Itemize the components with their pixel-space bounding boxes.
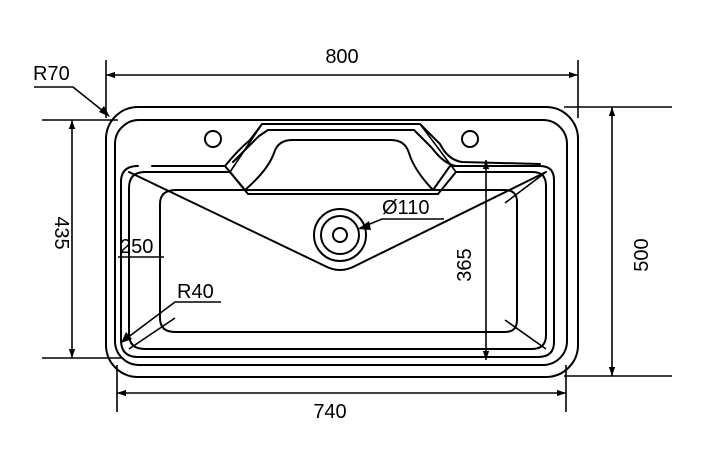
- label-bowl-corner-radius: R40: [177, 281, 214, 303]
- label-drain-diameter: Ø110: [382, 197, 429, 219]
- ledge-fold-left: [229, 123, 263, 173]
- label-offset: 250: [120, 236, 153, 258]
- leader-r40: [122, 301, 221, 342]
- tap-hole-right: [461, 130, 479, 148]
- sink-rim-inner-edge: [114, 119, 568, 366]
- drain-hole: [332, 227, 348, 243]
- drain-slope-lines: [128, 171, 547, 271]
- corner-chamfer-bottom-right: [504, 319, 547, 350]
- label-overall-width: 800: [325, 46, 358, 68]
- leader-r40-arrowhead: [121, 332, 132, 343]
- label-overall-height: 500: [631, 238, 653, 271]
- leader-diameter-110-arrowhead: [358, 221, 371, 230]
- drain-middle-ring: [320, 215, 360, 255]
- ledge-recess: [244, 139, 434, 191]
- ledge-fold-right: [419, 123, 457, 173]
- label-corner-radius: R70: [33, 63, 70, 85]
- sink-outline: [105, 106, 579, 378]
- corner-chamfer-top-right: [504, 171, 547, 204]
- sink-outer-rim: [105, 106, 579, 378]
- leader-r70: [34, 86, 109, 116]
- label-bowl-width: 740: [313, 401, 346, 423]
- corner-chamfer-bottom-left: [128, 317, 176, 350]
- dimension-labels: 800 R70 500 435 Ø110 250 365 R40 740: [33, 46, 653, 423]
- label-inner-height: 435: [50, 216, 72, 249]
- drain-outer-ring: [313, 208, 367, 262]
- leader-r70-arrowhead: [99, 106, 110, 117]
- bowl-outer-edge: [120, 165, 555, 358]
- label-bowl-depth: 365: [454, 248, 476, 281]
- ledge-edge-inner: [232, 129, 457, 167]
- bowl-inner-edge: [128, 171, 547, 350]
- dimension-lines: [34, 60, 672, 412]
- leader-diameter-110: [359, 218, 444, 229]
- tap-hole-left: [204, 130, 222, 148]
